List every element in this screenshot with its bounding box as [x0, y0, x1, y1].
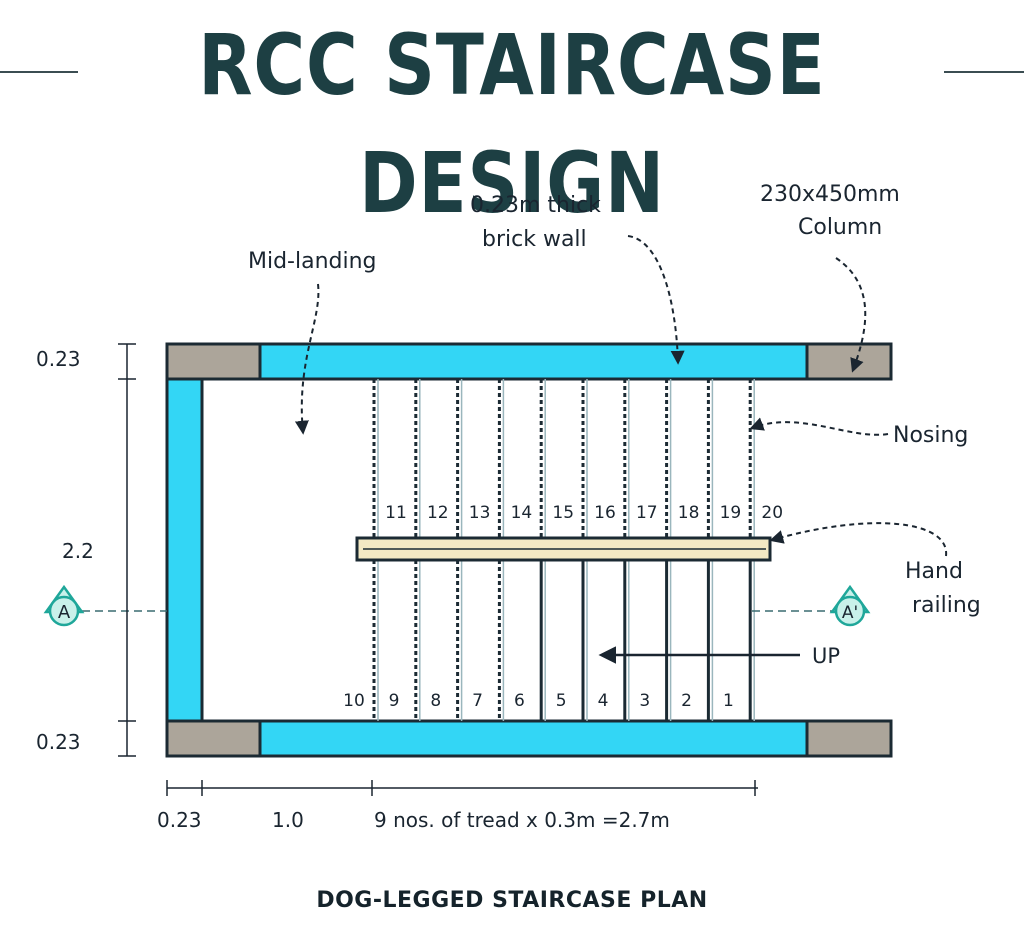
step-number: 7 [472, 691, 483, 711]
label-brick-wall-line2: brick wall [482, 227, 587, 252]
column-top-right [805, 342, 893, 381]
step-number: 14 [511, 503, 533, 523]
section-marker-right: A' [829, 584, 871, 627]
step-number: 17 [636, 503, 658, 523]
step-number: 16 [594, 503, 616, 523]
step-number: 5 [556, 691, 567, 711]
step-number: 2 [681, 691, 692, 711]
step-numbers-lower: 10 9 8 7 6 5 4 3 2 1 [343, 691, 734, 711]
title-rule-right [944, 71, 1024, 73]
label-brick-wall-line1: 0.23m thick [470, 193, 601, 218]
step-number: 13 [469, 503, 491, 523]
dim-landing: 1.0 [272, 808, 304, 832]
dim-flight: 9 nos. of tread x 0.3m =2.7m [374, 808, 670, 832]
label-column-line2: Column [798, 215, 882, 240]
column-bottom-right [805, 719, 893, 758]
top-wall [258, 342, 809, 381]
leader-column [835, 257, 867, 373]
column-top-left [165, 342, 262, 381]
title-rule-left [0, 71, 78, 73]
dim-top-wall: 0.23 [36, 347, 81, 371]
bottom-wall [258, 719, 809, 758]
step-number: 3 [639, 691, 650, 711]
label-hand-railing-line1: Hand [905, 559, 963, 584]
step-number: 12 [427, 503, 449, 523]
step-number: 15 [552, 503, 574, 523]
step-number: 6 [514, 691, 525, 711]
up-label: UP [812, 644, 840, 668]
label-nosing: Nosing [893, 423, 968, 448]
section-label-right: A' [842, 603, 858, 623]
section-marker-left: A [43, 584, 85, 627]
step-number: 20 [761, 503, 783, 523]
leader-hand-railing [769, 522, 948, 557]
dim-left-wall: 0.23 [157, 808, 202, 832]
step-number: 10 [343, 691, 365, 711]
step-number: 18 [678, 503, 700, 523]
step-number: 4 [598, 691, 609, 711]
step-number: 1 [723, 691, 734, 711]
leader-brick-wall [627, 235, 685, 365]
dim-width: 2.2 [62, 539, 94, 563]
step-number: 8 [430, 691, 441, 711]
step-number: 19 [720, 503, 742, 523]
label-column-line1: 230x450mm [760, 182, 900, 207]
step-number: 11 [385, 503, 407, 523]
label-mid-landing: Mid-landing [248, 249, 377, 274]
column-bottom-left [165, 719, 262, 758]
tread-lines [372, 379, 755, 721]
caption: DOG-LEGGED STAIRCASE PLAN [316, 888, 708, 913]
leader-mid-landing [294, 283, 320, 435]
section-label-left: A [58, 602, 71, 623]
step-number: 9 [389, 691, 400, 711]
leader-nosing [749, 417, 889, 436]
page-title: RCC STAIRCASE DESIGN [198, 16, 826, 232]
label-hand-railing-line2: railing [912, 593, 981, 618]
step-numbers-upper: 11 12 13 14 15 16 17 18 19 20 [385, 503, 783, 523]
left-wall [165, 377, 204, 723]
dim-bottom-wall: 0.23 [36, 730, 81, 754]
